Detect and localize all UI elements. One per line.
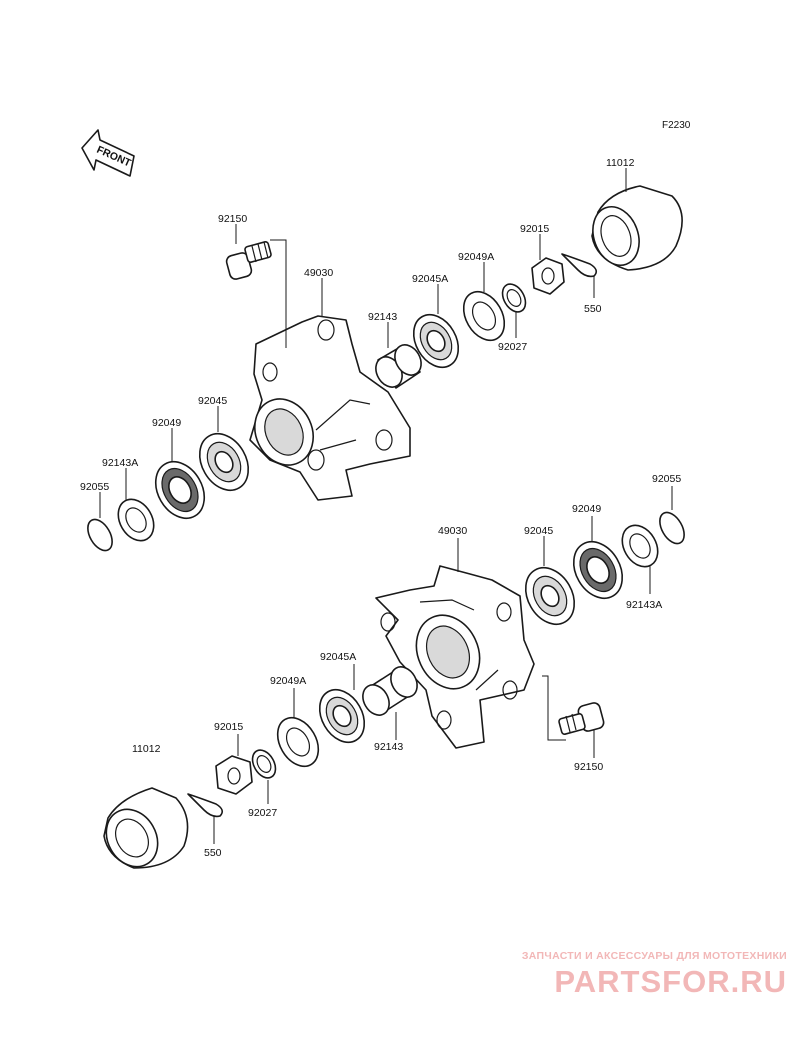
label-92150-bottom: 92150 <box>574 761 603 773</box>
bearing-inner-top <box>198 432 250 492</box>
cotter-pin-bottom <box>187 793 224 818</box>
label-49030-top: 49030 <box>304 267 333 279</box>
watermark-caption: ЗАПЧАСТИ И АКСЕССУАРЫ ДЛЯ МОТОТЕХНИКИ <box>521 950 787 962</box>
o-ring-top <box>87 518 113 552</box>
top-assembly: 11012 92150 49030 92015 92049A 92045A 92… <box>80 157 683 552</box>
castle-nut-bottom <box>215 755 253 795</box>
label-92027-bottom: 92027 <box>248 807 277 819</box>
label-92049a-top: 92049A <box>458 251 494 263</box>
leader-lines-bottom <box>213 486 673 844</box>
spacer-bottom <box>362 666 418 716</box>
label-92015-top: 92015 <box>520 223 549 235</box>
watermark-logo: PARTSFOR.RU <box>554 964 787 999</box>
label-92045a-bottom: 92045A <box>320 651 356 663</box>
label-11012-bottom: 11012 <box>132 743 161 755</box>
oil-seal-bottom <box>572 540 624 600</box>
label-92055-bottom: 92055 <box>652 473 681 485</box>
diagram-code: F2230 <box>662 120 691 131</box>
seal-collar-top <box>117 498 155 542</box>
hub-bolt-top <box>225 241 272 280</box>
label-92049a-bottom: 92049A <box>270 675 306 687</box>
label-92045a-top: 92045A <box>412 273 448 285</box>
label-92143-top: 92143 <box>368 311 397 323</box>
label-92045-bottom: 92045 <box>524 525 553 537</box>
bearing-outer-bottom <box>318 688 366 744</box>
label-92015-bottom: 92015 <box>214 721 243 733</box>
label-92027-top: 92027 <box>498 341 527 353</box>
wheel-hub-top <box>249 315 411 501</box>
spacer-top <box>375 344 422 389</box>
label-92143-bottom: 92143 <box>374 741 403 753</box>
wheel-hub-bottom <box>375 565 535 749</box>
label-92049-bottom: 92049 <box>572 503 601 515</box>
label-92143a-top: 92143A <box>102 457 138 469</box>
o-ring-bottom <box>659 511 685 545</box>
seal-collar-bottom <box>621 524 659 568</box>
washer-bottom <box>276 716 320 768</box>
oil-seal-top <box>154 460 206 520</box>
label-11012-top: 11012 <box>606 157 635 169</box>
bottom-assembly: 92055 49030 92045 92049 92143A 92045A 92… <box>103 473 685 869</box>
castle-nut-top <box>531 257 565 295</box>
collar-top <box>501 283 527 313</box>
label-92143a-bottom: 92143A <box>626 599 662 611</box>
label-92049-top: 92049 <box>152 417 181 429</box>
hub-cap-bottom <box>103 787 189 869</box>
label-92045-top: 92045 <box>198 395 227 407</box>
label-49030-bottom: 49030 <box>438 525 467 537</box>
collar-bottom <box>251 749 277 779</box>
hub-bolt-bottom <box>558 702 605 735</box>
label-550-top: 550 <box>584 303 602 315</box>
label-92150-top: 92150 <box>218 213 247 225</box>
label-550-bottom: 550 <box>204 847 222 859</box>
leader-lines-top <box>99 168 627 518</box>
hub-cap-top <box>591 185 683 271</box>
washer-top <box>462 290 506 342</box>
bearing-outer-top <box>412 313 460 369</box>
front-direction-arrow: FRONT <box>81 129 135 177</box>
label-92055-top: 92055 <box>80 481 109 493</box>
cotter-pin-top <box>561 253 598 278</box>
bearing-inner-bottom <box>524 566 576 626</box>
